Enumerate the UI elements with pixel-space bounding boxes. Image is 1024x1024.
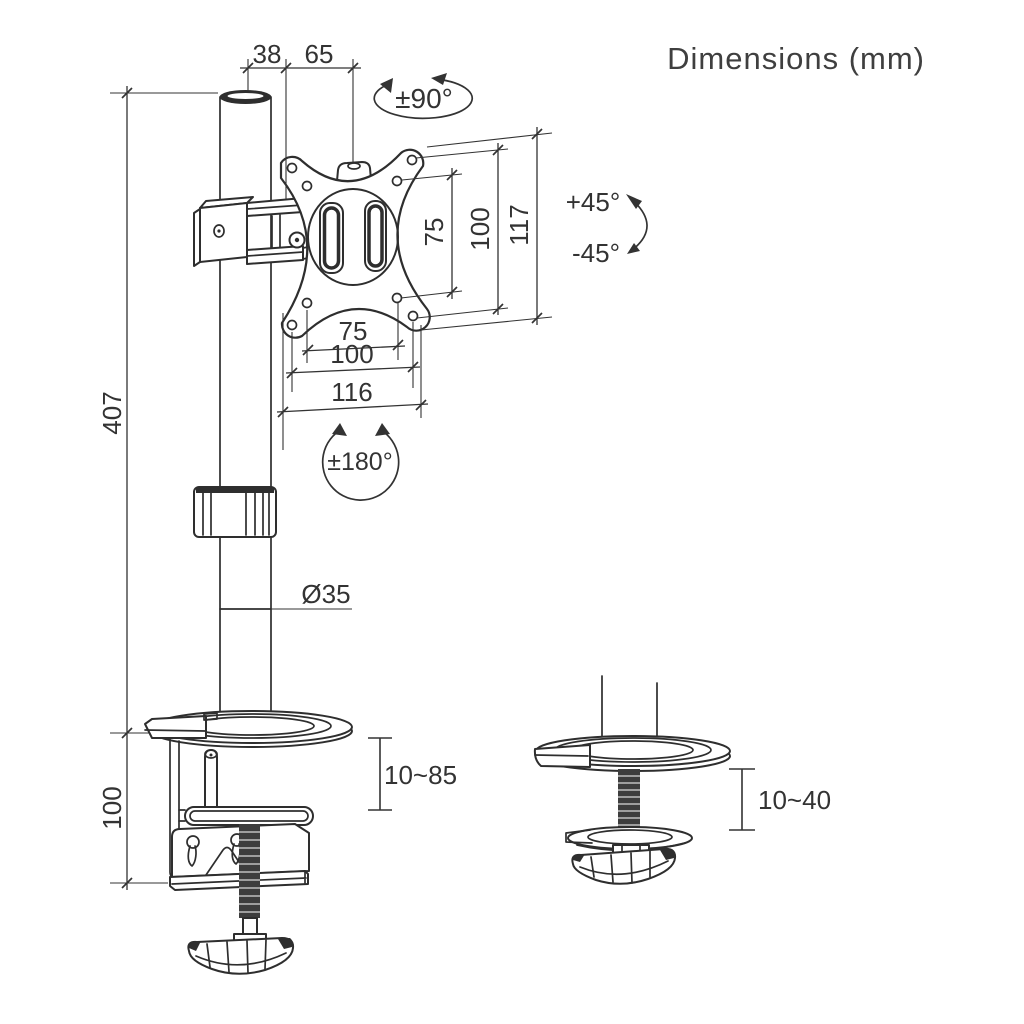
pole <box>219 90 272 715</box>
ticks <box>242 62 359 74</box>
tilt-up-label: +45° <box>566 187 621 217</box>
plate-center-boss <box>307 188 399 286</box>
clamp-upper-arm-inner <box>189 810 309 822</box>
dim-clamp-range: 10~85 <box>368 737 457 811</box>
dim-pole-diameter: Ø35 <box>271 579 352 610</box>
desk-clamp <box>169 737 314 975</box>
range-bars <box>729 768 755 831</box>
rotation-arc <box>321 428 400 501</box>
collar-ribs <box>202 492 270 536</box>
collar-ring <box>193 486 277 538</box>
dim-100v-label: 100 <box>465 207 495 250</box>
tab-screw <box>347 162 361 170</box>
ext-lines <box>247 59 354 199</box>
plate-outline <box>279 148 431 339</box>
grommet-knob-accent-right <box>660 849 675 860</box>
screw-shank <box>242 917 258 936</box>
rotation-label: ±180° <box>327 448 392 476</box>
dim-75h-label: 75 <box>339 316 368 346</box>
pole-outline <box>219 96 272 715</box>
knob-ribs <box>195 939 287 974</box>
dim-407-label: 407 <box>97 391 127 434</box>
dim-dia-label: Ø35 <box>301 579 350 609</box>
clamp-gusset <box>205 846 248 876</box>
hinge-flange-line <box>246 251 304 257</box>
rotation-arrow-left <box>332 423 347 436</box>
collar-top-band <box>196 487 274 493</box>
pin-head <box>204 749 218 759</box>
grommet-knob <box>571 847 677 885</box>
grommet-screw-thread <box>618 769 640 831</box>
slot-left <box>319 202 344 274</box>
swivel-arc <box>373 78 474 120</box>
knob-accent-right <box>278 938 293 949</box>
grommet-washer-tab <box>565 829 686 852</box>
dim-100c-label: 100 <box>97 786 127 829</box>
hinge-knuckle-lines <box>246 204 304 251</box>
grommet-thread-lines <box>618 775 640 826</box>
dim-100h-label: 100 <box>330 339 373 369</box>
grommet-knob-accent-left <box>572 854 585 862</box>
page-title: Dimensions (mm) <box>667 41 925 76</box>
knob-accent-left <box>188 941 201 951</box>
grommet-pole <box>601 675 658 742</box>
clamp-range-label: 10~85 <box>384 760 457 790</box>
slot-right <box>364 200 387 272</box>
dimensions: 38 65 ±90° 75 100 117 +45° -45° <box>97 39 831 890</box>
dim-vesa-horizontal: 75 100 116 <box>276 303 429 450</box>
dim-lines <box>451 127 538 325</box>
pin-dot <box>209 753 213 757</box>
dim-65-label: 65 <box>305 39 334 69</box>
swivel-label: ±90° <box>395 83 453 114</box>
keyhole-left <box>186 835 200 849</box>
dim-lines <box>276 345 429 413</box>
ticks <box>446 128 543 324</box>
dim-tilt: +45° -45° <box>566 187 648 268</box>
dim-grommet-range: 10~40 <box>729 768 831 831</box>
keyhole-left-tail <box>187 845 197 867</box>
dim-38-label: 38 <box>253 39 282 69</box>
swivel-arrow-left <box>380 78 393 93</box>
dim-75v-label: 75 <box>419 218 449 247</box>
grommet-figure <box>533 675 731 885</box>
dim-116-label: 116 <box>331 377 372 407</box>
base-plate-tab <box>144 715 207 739</box>
main-figure <box>144 90 431 975</box>
tilt-arrow-top <box>626 194 642 209</box>
ext-lines <box>282 303 422 450</box>
tilt-pivot-dot <box>294 237 300 243</box>
swivel-arrow-right <box>431 73 447 85</box>
rotation-arrow-right <box>375 423 390 436</box>
dim-pole-height: 407 100 <box>97 86 218 890</box>
clamp-guide-pin <box>204 749 218 811</box>
vesa-plate <box>279 148 431 339</box>
dim-117-label: 117 <box>504 204 534 245</box>
bracket-screw-hole <box>213 224 225 238</box>
range-bars <box>368 737 392 811</box>
ext-lines <box>400 132 553 331</box>
arm-links <box>178 809 186 822</box>
grommet-range-label: 10~40 <box>758 785 831 815</box>
desk-base-plate <box>144 710 353 748</box>
base-plate-tab-lines <box>144 712 218 732</box>
tilt-arrow-bottom <box>627 243 640 254</box>
pole-cap-inner <box>227 93 264 99</box>
grommet-knob-ribs <box>579 850 669 884</box>
slot-right-inner <box>367 204 384 268</box>
tilt-down-label: -45° <box>572 238 620 268</box>
ticks <box>277 339 427 418</box>
ticks <box>121 87 133 889</box>
dim-vesa-vertical: 75 100 117 <box>400 127 553 331</box>
dim-swivel: ±90° <box>373 73 474 120</box>
hinge-flange-bottom <box>246 245 304 265</box>
grommet-tab-line <box>534 754 589 757</box>
dim-top-width: 38 65 <box>240 39 361 199</box>
dim-rotation: ±180° <box>321 423 400 501</box>
bracket-screw-dot <box>217 229 221 233</box>
thread-lines <box>239 831 260 913</box>
clamp-upper-arm <box>184 806 314 826</box>
slot-left-inner <box>322 206 341 270</box>
